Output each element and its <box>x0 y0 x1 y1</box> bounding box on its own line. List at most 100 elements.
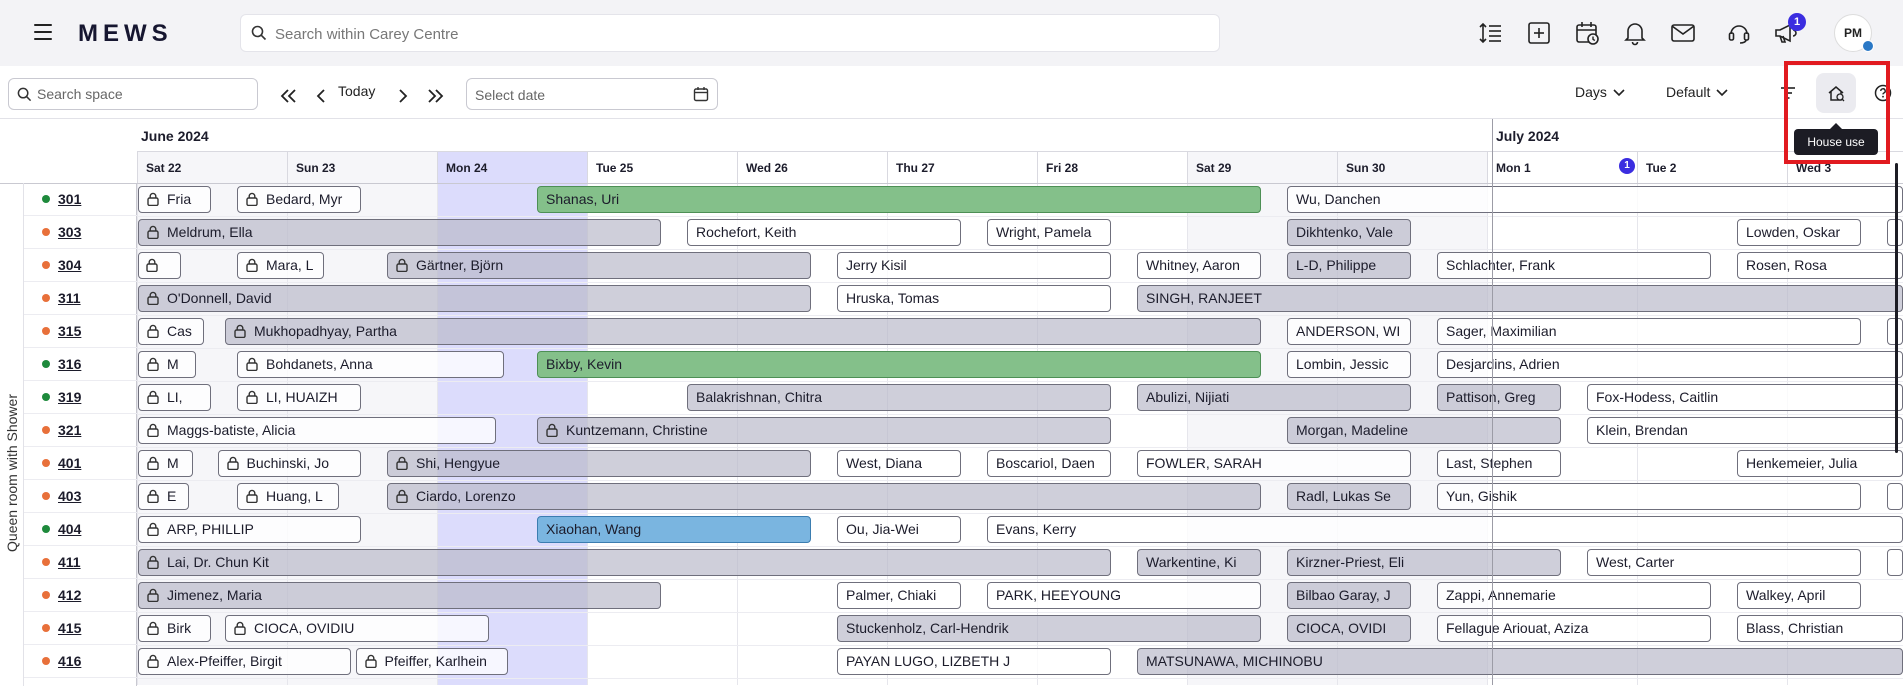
space-search[interactable] <box>8 78 258 110</box>
room-number-link[interactable]: 303 <box>58 224 82 240</box>
reservation-block[interactable]: Jerry Kisil <box>837 252 1111 279</box>
reservation-block[interactable]: Xiaohan, Wang <box>537 516 811 543</box>
reservation-block[interactable]: M <box>138 450 193 477</box>
room-number-link[interactable]: 411 <box>58 554 81 570</box>
reservation-block[interactable]: ANDERSON, WI <box>1287 318 1411 345</box>
room-number-link[interactable]: 403 <box>58 488 82 504</box>
reservation-block[interactable]: Palmer, Chiaki <box>837 582 961 609</box>
reservation-block[interactable]: Henkemeier, Julia <box>1737 450 1903 477</box>
reservation-block[interactable]: L-D, Philippe <box>1287 252 1411 279</box>
reservation-block[interactable]: Shi, Hengyue <box>387 450 811 477</box>
reservation-block[interactable]: West, Carter <box>1587 549 1861 576</box>
reservation-block[interactable]: Jimenez, Maria <box>138 582 661 609</box>
chevron-left-icon[interactable] <box>310 86 332 106</box>
reservation-block[interactable]: Ou, Jia-Wei <box>837 516 961 543</box>
reservation-block[interactable]: Shanas, Uri <box>537 186 1261 213</box>
room-number-link[interactable]: 416 <box>58 653 82 669</box>
reservation-block[interactable]: Rochefort, Keith <box>687 219 961 246</box>
reservation-block[interactable]: Alex-Pfeiffer, Birgit <box>138 648 351 675</box>
reservation-block[interactable]: Lowden, Oskar <box>1737 219 1861 246</box>
reservation-block[interactable]: ARP, PHILLIP <box>138 516 361 543</box>
reservation-block[interactable]: Abulizi, Nijiati <box>1137 384 1411 411</box>
reservation-block[interactable]: Whitney, Aaron <box>1137 252 1261 279</box>
room-number-link[interactable]: 404 <box>58 521 82 537</box>
menu-icon[interactable] <box>34 24 52 40</box>
reservation-block[interactable]: LI, <box>138 384 211 411</box>
date-input[interactable] <box>475 86 675 104</box>
reservation-block[interactable]: Wright, Pamela <box>987 219 1111 246</box>
reservation-block[interactable]: Radl, Lukas Se <box>1287 483 1411 510</box>
layout-dropdown[interactable]: Default <box>1666 84 1728 100</box>
reservation-block[interactable]: PAYAN LUGO, LIZBETH J <box>837 648 1111 675</box>
chevron-right-icon[interactable] <box>392 86 414 106</box>
reservation-block[interactable]: Ciardo, Lorenzo <box>387 483 1261 510</box>
vertical-scrollbar[interactable] <box>1895 163 1898 453</box>
reservation-block[interactable]: Walkey, April <box>1737 582 1861 609</box>
reservation-block[interactable]: Hruska, Tomas <box>837 285 1111 312</box>
reservation-block[interactable]: Bixby, Kevin <box>537 351 1261 378</box>
reservation-block[interactable]: Sager, Maximilian <box>1437 318 1861 345</box>
reservation-block[interactable]: Fox-Hodess, Caitlin <box>1587 384 1903 411</box>
sort-lines-icon[interactable] <box>1478 20 1504 46</box>
bell-icon[interactable] <box>1622 20 1648 46</box>
reservation-block[interactable]: O'Donnell, David <box>138 285 811 312</box>
global-search[interactable] <box>240 14 1220 52</box>
reservation-block[interactable]: Huang, L <box>237 483 339 510</box>
room-number-link[interactable]: 301 <box>58 191 82 207</box>
reservation-block[interactable]: M <box>138 351 196 378</box>
reservation-block[interactable]: PARK, HEEYOUNG <box>987 582 1261 609</box>
room-number-link[interactable]: 401 <box>58 455 82 471</box>
space-search-input[interactable] <box>37 85 247 103</box>
reservation-block[interactable]: Mara, L <box>237 252 324 279</box>
reservation-block[interactable]: E <box>138 483 189 510</box>
reservation-block[interactable]: MATSUNAWA, MICHINOBU <box>1137 648 1903 675</box>
calendar-icon[interactable] <box>693 86 709 102</box>
reservation-block[interactable]: West, Diana <box>837 450 961 477</box>
room-number-link[interactable]: 319 <box>58 389 82 405</box>
reservation-block[interactable]: LI, HUAIZH <box>237 384 361 411</box>
reservation-block[interactable]: Cas <box>138 318 204 345</box>
reservation-block[interactable]: Zappi, Annemarie <box>1437 582 1711 609</box>
reservation-block[interactable]: Dikhtenko, Vale <box>1287 219 1411 246</box>
room-number-link[interactable]: 311 <box>58 290 81 306</box>
user-avatar[interactable]: PM <box>1834 14 1874 52</box>
reservation-block[interactable]: Mukhopadhyay, Partha <box>225 318 1261 345</box>
reservation-block[interactable]: FOWLER, SARAH <box>1137 450 1411 477</box>
today-button[interactable]: Today <box>338 83 376 99</box>
room-number-link[interactable]: 415 <box>58 620 82 636</box>
support-icon[interactable] <box>1726 20 1752 46</box>
date-picker[interactable] <box>466 78 718 110</box>
room-number-link[interactable]: 412 <box>58 587 82 603</box>
reservation-block[interactable]: Wu, Danchen <box>1287 186 1903 213</box>
add-icon[interactable] <box>1526 20 1552 46</box>
reservation-block[interactable]: Morgan, Madeline <box>1287 417 1561 444</box>
reservation-block[interactable]: Bedard, Myr <box>237 186 361 213</box>
reservation-block[interactable]: Meldrum, Ella <box>138 219 661 246</box>
reservation-block[interactable]: Warkentine, Ki <box>1137 549 1261 576</box>
double-chevron-right-icon[interactable] <box>424 86 446 106</box>
reservation-block[interactable]: Pfeiffer, Karlhein <box>355 648 508 675</box>
help-icon[interactable] <box>1874 84 1892 102</box>
reservation-block[interactable] <box>1887 549 1903 576</box>
room-number-link[interactable]: 315 <box>58 323 82 339</box>
reservation-block[interactable]: Buchinski, Jo <box>217 450 361 477</box>
reservation-block[interactable]: Bohdanets, Anna <box>237 351 504 378</box>
room-number-link[interactable]: 316 <box>58 356 82 372</box>
reservation-block[interactable]: Schlachter, Frank <box>1437 252 1711 279</box>
reservation-block[interactable]: Desjardins, Adrien <box>1437 351 1903 378</box>
reservation-block[interactable]: Gärtner, Björn <box>387 252 811 279</box>
calendar-clock-icon[interactable] <box>1574 20 1600 46</box>
reservation-block[interactable]: Yun, Gishik <box>1437 483 1861 510</box>
mail-icon[interactable] <box>1670 20 1696 46</box>
reservation-block[interactable]: Kuntzemann, Christine <box>537 417 1111 444</box>
room-number-link[interactable]: 304 <box>58 257 82 273</box>
reservation-block[interactable]: Stuckenholz, Carl-Hendrik <box>837 615 1261 642</box>
reservation-block[interactable]: CIOCA, OVIDIU <box>225 615 489 642</box>
reservation-block[interactable]: Bilbao Garay, J <box>1287 582 1411 609</box>
reservation-block[interactable]: Pattison, Greg <box>1437 384 1561 411</box>
room-number-link[interactable]: 321 <box>58 422 82 438</box>
reservation-block[interactable]: Fellague Ariouat, Aziza <box>1437 615 1711 642</box>
reservation-block[interactable]: CIOCA, OVIDI <box>1287 615 1411 642</box>
reservation-block[interactable]: Boscariol, Daen <box>987 450 1111 477</box>
reservation-block[interactable]: Birk <box>138 615 211 642</box>
